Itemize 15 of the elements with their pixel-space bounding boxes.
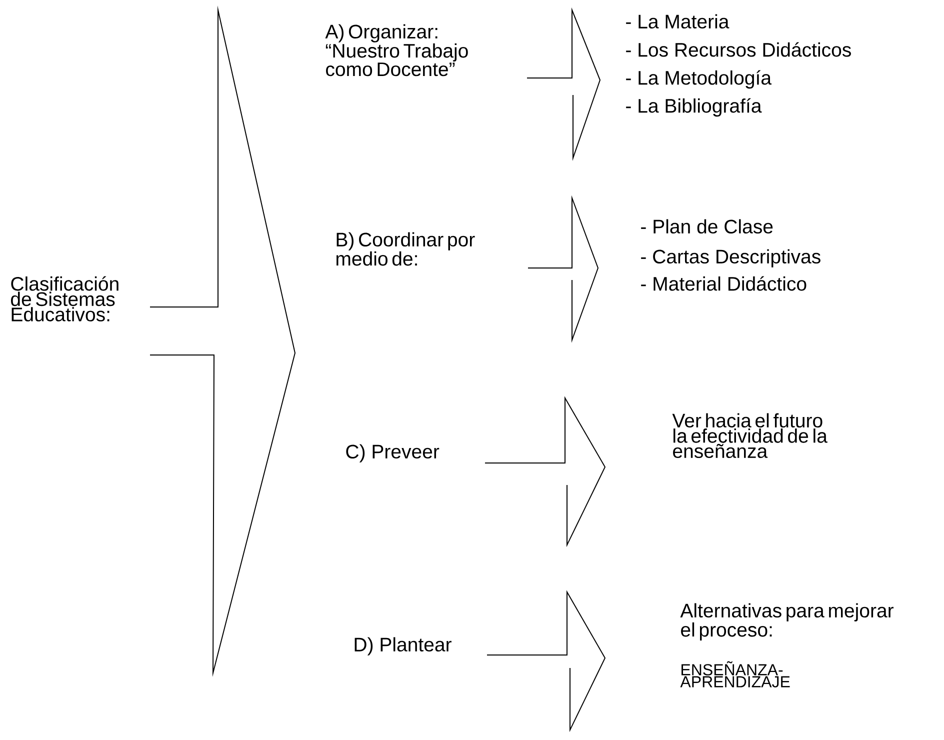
text-label: Alternativas para mejorar el proceso: [680, 603, 894, 641]
text-label: - Cartas Descriptivas [641, 249, 820, 268]
text-label: Clasificación de Sistemas Educativos: [11, 276, 118, 322]
text-label: ENSEÑANZA-APRENDIZAJE [680, 661, 790, 688]
text-label: - La Bibliografía [626, 98, 762, 117]
text-label: A) Organizar: “Nuestro Trabajo como Docente” [325, 24, 468, 76]
text-label: C) Preveer [346, 444, 440, 462]
text-label: - Los Recursos Didácticos [626, 42, 851, 57]
text-label: Ver hacia el futuro la efectividad de la enseñanza [672, 413, 828, 458]
text-label: - Plan de Clase [641, 219, 773, 234]
text-label: - Material Didáctico [641, 276, 806, 291]
text-label: D) Plantear [354, 637, 452, 656]
text-label: - La Metodología [626, 70, 772, 89]
text-label: B) Coordinar por medio de: [336, 232, 475, 266]
text-label: - La Materia [626, 14, 730, 29]
